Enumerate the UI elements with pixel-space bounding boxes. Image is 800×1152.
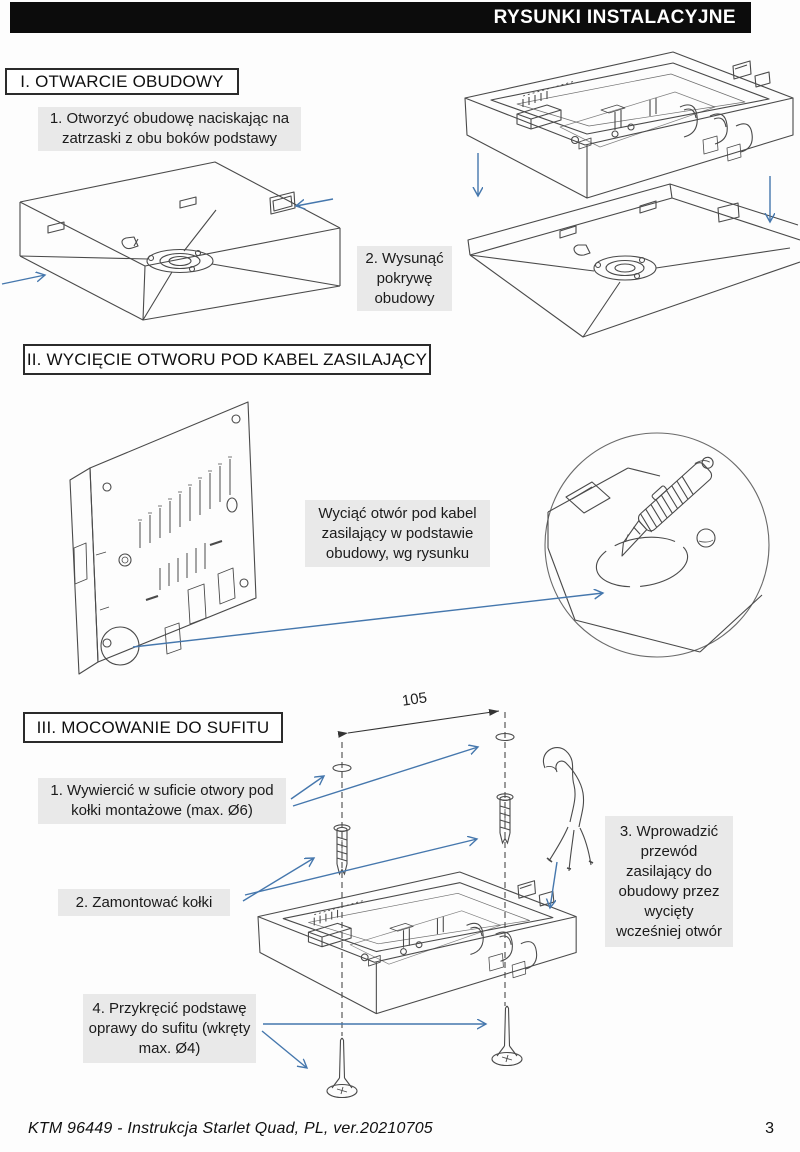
section2-note: Wyciąć otwór pod kabel zasilający w pods…: [305, 500, 490, 567]
section3-step1-note: 1. Wywiercić w suficie otwory pod kołki …: [38, 778, 286, 824]
section3-step4-note: 4. Przykręcić podstawę oprawy do sufitu …: [83, 994, 256, 1063]
pointer-arrow: [132, 593, 603, 648]
pointer-arrow: [261, 1030, 307, 1068]
open-base-drawing: [464, 51, 794, 199]
cable-knockout: [100, 626, 140, 666]
latch-snap: [269, 191, 296, 215]
fixture-bottom-view-drawing: [19, 161, 341, 321]
cover-drawing: [467, 183, 800, 338]
pointer-arrow: [1, 275, 45, 285]
section2-heading: II. WYCIĘCIE OTWORU POD KABEL ZASILAJĄCY: [23, 344, 431, 375]
footer-doc-info: KTM 96449 - Instrukcja Starlet Quad, PL,…: [28, 1120, 433, 1137]
section3-step2-note: 2. Zamontować kołki: [58, 889, 230, 916]
pointer-arrows: [1, 153, 770, 1068]
pointer-arrow: [290, 776, 324, 800]
utility-knife-icon: [621, 456, 714, 557]
footer-page-number: 3: [765, 1120, 774, 1137]
knife-detail-drawing: [544, 432, 770, 658]
power-cable-drawing: [542, 747, 594, 872]
screw-icon: [326, 1037, 358, 1099]
header-title: RYSUNKI INSTALACYJNE: [493, 6, 736, 28]
ceiling-mount-drawing: [257, 708, 594, 1099]
backplate-drawing: [69, 401, 257, 675]
dimension-value: 105: [400, 689, 429, 710]
base-housing-drawing: [257, 871, 577, 1015]
pointer-arrow: [292, 747, 478, 807]
section1-step1-note: 1. Otworzyć obudowę naciskając na zatrza…: [38, 107, 301, 151]
section3-step3-note: 3. Wprowadzić przewód zasilający do obud…: [605, 816, 733, 947]
section1-step2-note: 2. Wysunąć pokrywę obudowy: [357, 246, 452, 311]
dimension-line: [337, 708, 500, 738]
pointer-arrow: [550, 861, 558, 908]
pointer-arrow: [242, 858, 314, 902]
header-bar: RYSUNKI INSTALACYJNE: [10, 2, 751, 33]
latch-slot: [47, 196, 197, 234]
section1-heading: I. OTWARCIE OBUDOWY: [5, 68, 239, 95]
pointer-arrow: [244, 839, 477, 896]
screw-icon: [491, 1005, 523, 1067]
section3-heading: III. MOCOWANIE DO SUFITU: [23, 712, 283, 743]
pointer-arrow: [296, 198, 334, 206]
